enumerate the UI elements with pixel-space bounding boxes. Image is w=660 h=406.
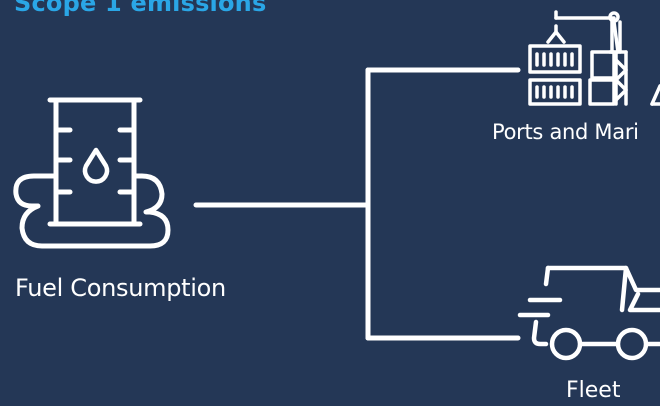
port-crane-containers-icon (528, 10, 660, 106)
fleet-label: Fleet (566, 378, 621, 403)
ports-and-marine-label: Ports and Mari (492, 120, 639, 144)
delivery-truck-icon (517, 265, 660, 361)
oil-barrel-spill-icon (13, 97, 171, 249)
connector-lines (193, 67, 521, 341)
fuel-consumption-label: Fuel Consumption (15, 274, 226, 302)
diagram-title: Scope 1 emissions (14, 0, 267, 17)
